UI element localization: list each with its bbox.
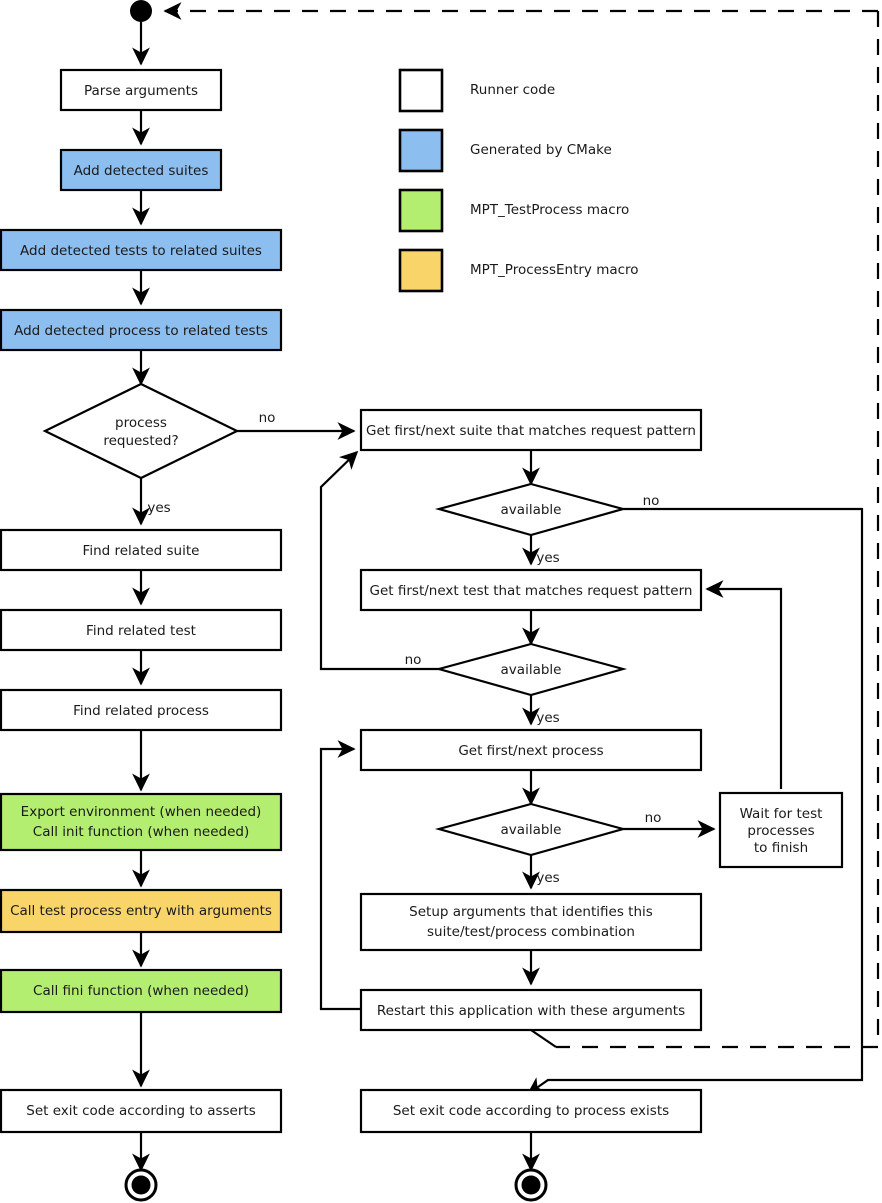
edge-label-process-available-yes: yes bbox=[536, 870, 559, 886]
node-add-detected-suites[interactable]: Add detected suites bbox=[59, 148, 223, 192]
node-call-test-process-entry[interactable]: Call test process entry with arguments bbox=[0, 888, 283, 934]
node-parse-arguments[interactable]: Parse arguments bbox=[59, 68, 223, 112]
node-find-related-process[interactable]: Find related process bbox=[0, 688, 283, 732]
node-call-fini-function[interactable]: Call fini function (when needed) bbox=[0, 968, 283, 1014]
node-add-detected-tests[interactable]: Add detected tests to related suites bbox=[0, 228, 283, 272]
edge-label-process-requested-no: no bbox=[259, 410, 276, 426]
node-setup-arguments[interactable]: Setup arguments that identifies this sui… bbox=[359, 892, 703, 952]
node-setup-arguments-label-line1: Setup arguments that identifies this bbox=[409, 904, 653, 920]
node-get-next-test[interactable]: Get first/next test that matches request… bbox=[359, 568, 703, 612]
legend-label-generated-by-cmake: Generated by CMake bbox=[470, 142, 612, 158]
edge-suiteavail-no-to-setexitprocess bbox=[526, 507, 864, 1095]
node-process-available-decision[interactable]: available bbox=[434, 802, 628, 857]
node-restart-application[interactable]: Restart this application with these argu… bbox=[359, 988, 703, 1032]
node-find-related-suite-label: Find related suite bbox=[83, 543, 200, 559]
edge-dashed-right-rail bbox=[530, 11, 880, 1049]
node-wait-for-test-processes[interactable]: Wait for test processes to finish bbox=[718, 791, 844, 869]
legend: Runner code Generated by CMake MPT_TestP… bbox=[398, 68, 639, 293]
node-test-available-decision[interactable]: available bbox=[434, 642, 628, 697]
node-wait-label-line1: Wait for test bbox=[740, 806, 823, 822]
edge-label-suite-available-no: no bbox=[643, 493, 660, 509]
node-parse-arguments-label: Parse arguments bbox=[84, 83, 198, 99]
node-add-detected-process-label: Add detected process to related tests bbox=[14, 323, 268, 339]
node-export-environment-label-line1: Export environment (when needed) bbox=[21, 804, 262, 820]
node-find-related-test[interactable]: Find related test bbox=[0, 608, 283, 652]
node-get-next-suite[interactable]: Get first/next suite that matches reques… bbox=[359, 408, 703, 452]
node-export-environment-init[interactable]: Export environment (when needed) Call in… bbox=[0, 792, 283, 852]
legend-item-mpt-processentry-macro: MPT_ProcessEntry macro bbox=[398, 248, 639, 293]
node-get-next-process-label: Get first/next process bbox=[458, 743, 603, 759]
node-suite-available-decision[interactable]: available bbox=[434, 482, 628, 537]
start-node bbox=[130, 0, 152, 22]
node-suite-available-label: available bbox=[501, 502, 562, 518]
legend-item-mpt-testprocess-macro: MPT_TestProcess macro bbox=[398, 188, 629, 233]
node-set-exit-code-asserts[interactable]: Set exit code according to asserts bbox=[0, 1088, 283, 1134]
edge-label-process-available-no: no bbox=[645, 810, 662, 826]
node-process-requested-decision[interactable]: process requested? bbox=[42, 382, 240, 480]
end-node-right bbox=[514, 1168, 548, 1202]
node-process-available-label: available bbox=[501, 822, 562, 838]
node-set-exit-code-process-label: Set exit code according to process exist… bbox=[393, 1103, 669, 1119]
node-get-next-process[interactable]: Get first/next process bbox=[359, 728, 703, 772]
node-set-exit-code-process[interactable]: Set exit code according to process exist… bbox=[359, 1088, 703, 1134]
legend-label-mpt-processentry-macro: MPT_ProcessEntry macro bbox=[470, 262, 639, 278]
node-setup-arguments-label-line2: suite/test/process combination bbox=[427, 924, 635, 940]
node-add-detected-suites-label: Add detected suites bbox=[74, 163, 209, 179]
edge-label-suite-available-yes: yes bbox=[536, 550, 559, 566]
node-add-detected-process[interactable]: Add detected process to related tests bbox=[0, 308, 283, 352]
node-process-requested-label-line1: process bbox=[115, 415, 167, 431]
node-add-detected-tests-label: Add detected tests to related suites bbox=[20, 243, 262, 259]
node-call-fini-function-label: Call fini function (when needed) bbox=[33, 983, 249, 999]
node-call-test-process-entry-label: Call test process entry with arguments bbox=[10, 903, 272, 919]
legend-item-runner-code: Runner code bbox=[398, 68, 555, 113]
node-set-exit-code-asserts-label: Set exit code according to asserts bbox=[26, 1103, 256, 1119]
node-find-related-process-label: Find related process bbox=[73, 703, 209, 719]
edge-label-test-available-no: no bbox=[405, 652, 422, 668]
node-restart-application-label: Restart this application with these argu… bbox=[377, 1003, 685, 1019]
edge-testavail-no-to-getsuite bbox=[319, 450, 440, 671]
legend-label-mpt-testprocess-macro: MPT_TestProcess macro bbox=[470, 202, 629, 218]
legend-item-generated-by-cmake: Generated by CMake bbox=[398, 128, 612, 173]
node-test-available-label: available bbox=[501, 662, 562, 678]
edge-wait-to-gettest bbox=[705, 580, 783, 789]
node-find-related-test-label: Find related test bbox=[86, 623, 196, 639]
edge-label-process-requested-yes: yes bbox=[147, 500, 170, 516]
node-wait-label-line2: processes bbox=[747, 823, 814, 839]
end-node-left bbox=[124, 1168, 158, 1202]
node-process-requested-label-line2: requested? bbox=[103, 433, 178, 449]
node-export-environment-label-line2: Call init function (when needed) bbox=[33, 824, 249, 840]
node-get-next-test-label: Get first/next test that matches request… bbox=[370, 583, 693, 599]
edge-label-test-available-yes: yes bbox=[536, 710, 559, 726]
node-get-next-suite-label: Get first/next suite that matches reques… bbox=[366, 423, 696, 439]
legend-label-runner-code: Runner code bbox=[470, 82, 555, 98]
node-find-related-suite[interactable]: Find related suite bbox=[0, 528, 283, 572]
edge-restart-to-getprocess bbox=[319, 740, 360, 1011]
node-wait-label-line3: to finish bbox=[754, 840, 808, 856]
